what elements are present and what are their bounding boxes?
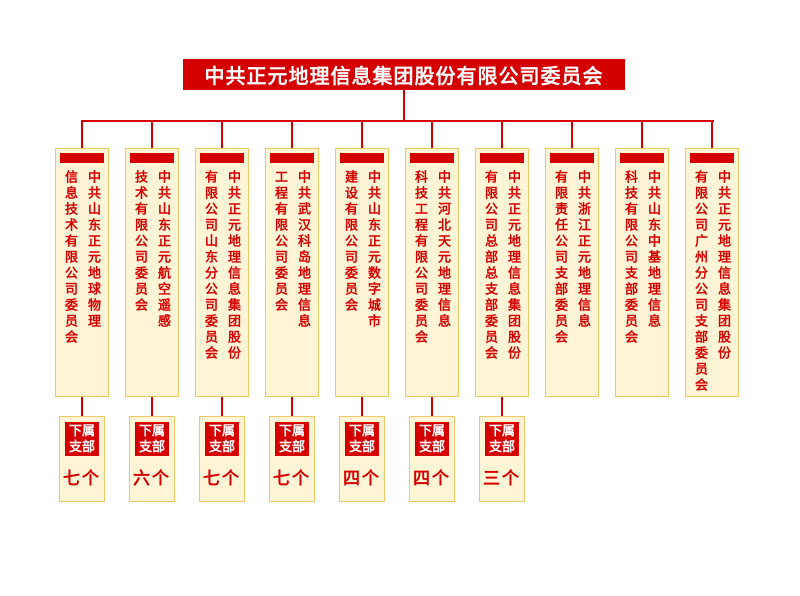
connector-line [361, 397, 363, 416]
connector-line [151, 397, 153, 416]
branch-name: 中共山东正元数字城市 建设有限公司委员会 [343, 170, 381, 330]
sub-branch-box: 下属 支部 四个 [409, 416, 455, 502]
sub-branch-badge: 下属 支部 [275, 422, 309, 456]
sub-branch-count: 七个 [273, 469, 311, 488]
sub-branch-box: 下属 支部 四个 [339, 416, 385, 502]
branch-box: 中共正元地理信息集团股份 有限公司山东分公司委员会 [195, 148, 249, 397]
branch-header-bar [60, 153, 104, 163]
branch-header-bar [130, 153, 174, 163]
connector-line [151, 120, 153, 148]
branch-header-bar [620, 153, 664, 163]
sub-branch-count: 三个 [483, 469, 521, 488]
sub-branch-box: 下属 支部 七个 [269, 416, 315, 502]
sub-branch-count: 七个 [63, 469, 101, 488]
chart-title-banner: 中共正元地理信息集团股份有限公司委员会 [183, 59, 625, 90]
branch-name: 中共山东正元航空遥感 技术有限公司委员会 [133, 170, 171, 330]
branch-name: 中共浙江正元地理信息 有限责任公司支部委员会 [553, 170, 591, 346]
sub-branch-badge-label: 下属 支部 [68, 423, 95, 454]
sub-branch-badge-label: 下属 支部 [278, 423, 305, 454]
connector-line [501, 397, 503, 416]
branch-header-bar [200, 153, 244, 163]
sub-branch-box: 下属 支部 七个 [199, 416, 245, 502]
branch-box: 中共正元地理信息集团股份 有限公司总部总支部委员会 [475, 148, 529, 397]
sub-branch-badge: 下属 支部 [415, 422, 449, 456]
branch-box: 中共山东正元航空遥感 技术有限公司委员会 [125, 148, 179, 397]
sub-branch-badge: 下属 支部 [485, 422, 519, 456]
branch-name: 中共河北天元地理信息 科技工程有限公司委员会 [413, 170, 451, 346]
connector-line [711, 120, 713, 148]
connector-line [571, 120, 573, 148]
sub-branch-badge: 下属 支部 [345, 422, 379, 456]
branch-header-bar [690, 153, 734, 163]
branch-name: 中共武汉科岛地理信息 工程有限公司委员会 [273, 170, 311, 330]
branch-box: 中共山东正元地球物理 信息技术有限公司委员会 [55, 148, 109, 397]
sub-branch-badge-label: 下属 支部 [348, 423, 375, 454]
branch-header-bar [410, 153, 454, 163]
connector-line [361, 120, 363, 148]
sub-branch-count: 四个 [343, 469, 381, 488]
sub-branch-count: 六个 [133, 469, 171, 488]
sub-branch-badge-label: 下属 支部 [488, 423, 515, 454]
branch-box: 中共正元地理信息集团股份 有限公司广州分公司支部委员会 [685, 148, 739, 397]
sub-branch-badge-label: 下属 支部 [138, 423, 165, 454]
branch-box: 中共河北天元地理信息 科技工程有限公司委员会 [405, 148, 459, 397]
branch-name: 中共山东正元地球物理 信息技术有限公司委员会 [63, 170, 101, 346]
sub-branch-badge-label: 下属 支部 [418, 423, 445, 454]
branch-header-bar [340, 153, 384, 163]
branch-box: 中共浙江正元地理信息 有限责任公司支部委员会 [545, 148, 599, 397]
sub-branch-badge: 下属 支部 [135, 422, 169, 456]
branch-name: 中共正元地理信息集团股份 有限公司广州分公司支部委员会 [693, 170, 731, 394]
branch-name: 中共正元地理信息集团股份 有限公司山东分公司委员会 [203, 170, 241, 362]
branch-box: 中共山东正元数字城市 建设有限公司委员会 [335, 148, 389, 397]
connector-line [221, 120, 223, 148]
sub-branch-count: 七个 [203, 469, 241, 488]
branch-box: 中共武汉科岛地理信息 工程有限公司委员会 [265, 148, 319, 397]
connector-line [431, 397, 433, 416]
sub-branch-count: 四个 [413, 469, 451, 488]
branch-header-bar [270, 153, 314, 163]
branch-header-bar [480, 153, 524, 163]
connector-line [81, 120, 714, 122]
connector-line [431, 120, 433, 148]
branch-box: 中共山东中基地理信息 科技有限公司支部委员会 [615, 148, 669, 397]
connector-line [403, 90, 405, 121]
connector-line [81, 397, 83, 416]
branch-name: 中共正元地理信息集团股份 有限公司总部总支部委员会 [483, 170, 521, 362]
sub-branch-badge: 下属 支部 [205, 422, 239, 456]
sub-branch-box: 下属 支部 七个 [59, 416, 105, 502]
sub-branch-badge-label: 下属 支部 [208, 423, 235, 454]
connector-line [221, 397, 223, 416]
connector-line [291, 120, 293, 148]
branch-header-bar [550, 153, 594, 163]
connector-line [501, 120, 503, 148]
sub-branch-box: 下属 支部 三个 [479, 416, 525, 502]
connector-line [81, 120, 83, 148]
connector-line [291, 397, 293, 416]
sub-branch-badge: 下属 支部 [65, 422, 99, 456]
connector-line [641, 120, 643, 148]
sub-branch-box: 下属 支部 六个 [129, 416, 175, 502]
branch-name: 中共山东中基地理信息 科技有限公司支部委员会 [623, 170, 661, 346]
